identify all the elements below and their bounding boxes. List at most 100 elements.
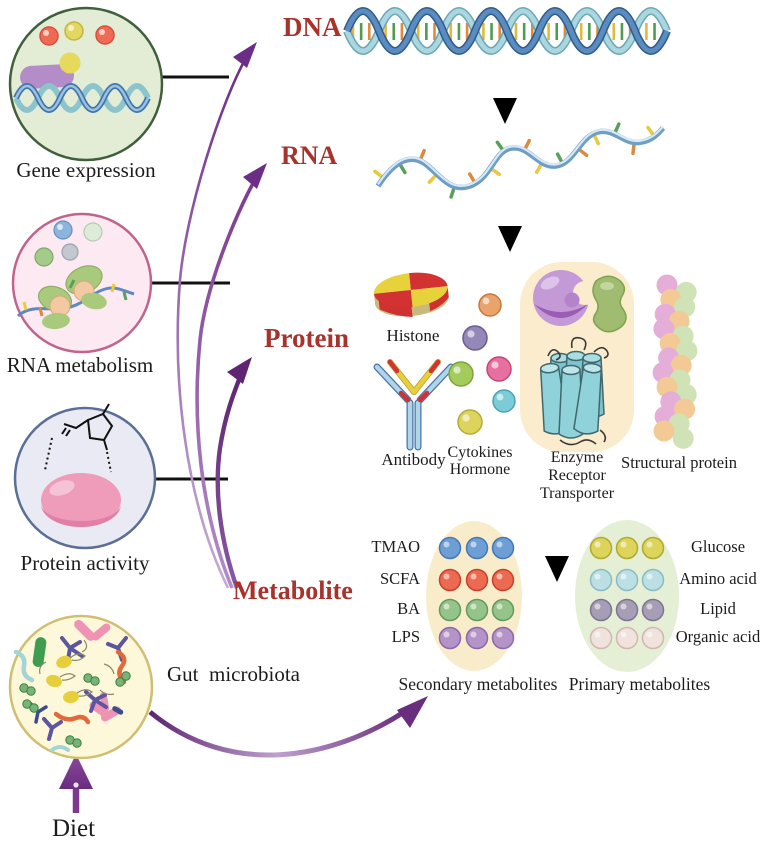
metabolite-dot bbox=[491, 568, 515, 592]
rna-metabolism-label: RNA metabolism bbox=[6, 353, 154, 377]
arrow-to-rna bbox=[195, 174, 260, 589]
metabolite-dot bbox=[438, 598, 462, 622]
metabolite-dot-highlight bbox=[443, 541, 450, 548]
metabolite-dot-highlight bbox=[620, 603, 627, 610]
metabolite-dot bbox=[641, 626, 665, 650]
metabolite-dot-highlight bbox=[620, 541, 627, 548]
metabolite-label: Metabolite bbox=[233, 576, 353, 605]
transporter-icon bbox=[539, 336, 609, 446]
metabolite-dot bbox=[615, 626, 639, 650]
metabolite-dot bbox=[615, 598, 639, 622]
structural-protein-bead bbox=[653, 420, 675, 442]
metabolite-dot bbox=[465, 626, 489, 650]
metabolite-row-label: BA bbox=[397, 599, 420, 618]
metabolite-row-label: Amino acid bbox=[679, 569, 757, 588]
metabolite-dot bbox=[465, 598, 489, 622]
protein-activity-label: Protein activity bbox=[20, 551, 150, 575]
protein-label: Protein bbox=[264, 323, 349, 353]
arrow-to-dna-head bbox=[233, 42, 257, 68]
metabolite-row-label: Organic acid bbox=[675, 627, 761, 646]
dna-helix-icon bbox=[343, 7, 671, 55]
gut-to-metabolites-arrow bbox=[148, 696, 428, 758]
metabolite-dot-highlight bbox=[594, 541, 601, 548]
metabolite-dot-highlight bbox=[620, 573, 627, 580]
metabolite-row-label: SCFA bbox=[379, 569, 420, 588]
metabolite-dot-highlight bbox=[594, 603, 601, 610]
structural-protein-icon bbox=[652, 274, 698, 449]
primary-metabolite-dots bbox=[589, 536, 665, 650]
metabolite-dot bbox=[615, 536, 639, 560]
hormone-label: Hormone bbox=[449, 461, 511, 478]
metabolite-dot bbox=[491, 536, 515, 560]
gut-microbiota-label: Gut microbiota bbox=[167, 662, 300, 686]
metabolite-dot-highlight bbox=[470, 631, 477, 638]
protein-activity-node bbox=[13, 403, 157, 550]
receptor-icon bbox=[592, 275, 627, 333]
metabolite-dot-highlight bbox=[470, 541, 477, 548]
metabolite-row-label: Glucose bbox=[690, 537, 746, 556]
metabolite-dot-highlight bbox=[594, 573, 601, 580]
arrow-to-rna-head bbox=[243, 163, 267, 189]
metabolite-row-label: LPS bbox=[391, 627, 420, 646]
metabolite-dot-highlight bbox=[496, 631, 503, 638]
metabolite-dot-highlight bbox=[496, 573, 503, 580]
metabolite-dot bbox=[589, 598, 613, 622]
metabolite-dot-highlight bbox=[594, 631, 601, 638]
secondary-metabolite-dots bbox=[438, 536, 515, 650]
metabolite-dot-highlight bbox=[646, 541, 653, 548]
transporter-label: Transporter bbox=[539, 485, 615, 502]
metabolite-row-label: Lipid bbox=[700, 599, 736, 618]
metabolite-dot-highlight bbox=[496, 541, 503, 548]
metabolite-dot bbox=[491, 598, 515, 622]
metabolite-dot bbox=[491, 626, 515, 650]
dna-label: DNA bbox=[283, 12, 342, 42]
metabolite-dot bbox=[641, 598, 665, 622]
metabolite-dot bbox=[438, 626, 462, 650]
enzyme-icon bbox=[533, 270, 597, 326]
structural-protein-bead bbox=[672, 427, 694, 449]
metabolite-dot bbox=[589, 626, 613, 650]
flow-down-arrows bbox=[493, 62, 569, 582]
metabolite-dot-highlight bbox=[496, 603, 503, 610]
cytokines-label: Cytokines bbox=[447, 444, 513, 461]
metabolite-dot-highlight bbox=[620, 631, 627, 638]
arrow-to-protein-head bbox=[227, 357, 252, 384]
metabolite-dot bbox=[465, 568, 489, 592]
gene-expression-node bbox=[8, 6, 164, 162]
metabolite-dot-highlight bbox=[646, 603, 653, 610]
receptor-label: Receptor bbox=[548, 467, 606, 484]
metabolite-dot bbox=[589, 568, 613, 592]
metabolite-dot bbox=[438, 568, 462, 592]
rna-metabolism-node bbox=[11, 212, 153, 354]
metabolite-dot-highlight bbox=[470, 573, 477, 580]
metabolite-dot-highlight bbox=[443, 631, 450, 638]
structural-protein-label: Structural protein bbox=[621, 453, 737, 472]
antibody-label: Antibody bbox=[381, 450, 446, 469]
metabolite-dot bbox=[589, 536, 613, 560]
metabolite-dot bbox=[465, 536, 489, 560]
arrow-to-protein bbox=[215, 371, 245, 589]
secondary-metabolite-row-labels: TMAO SCFA BA LPS bbox=[348, 0, 420, 680]
metabolite-dot-highlight bbox=[443, 573, 450, 580]
gene-expression-label: Gene expression bbox=[16, 158, 156, 182]
histone-icon bbox=[373, 272, 449, 317]
node-connector-lines bbox=[151, 75, 230, 481]
primary-metabolites-title: Primary metabolites bbox=[568, 674, 711, 694]
diet-arrow bbox=[59, 754, 93, 813]
metabolite-dot bbox=[438, 536, 462, 560]
metabolite-dot bbox=[615, 568, 639, 592]
metabolite-dot-highlight bbox=[470, 603, 477, 610]
antibody-icon bbox=[373, 359, 455, 451]
metabolite-row-label: TMAO bbox=[371, 537, 420, 556]
metabolite-to-omics-arrows bbox=[176, 42, 267, 589]
histone-label: Histone bbox=[386, 326, 440, 345]
gut-microbiota-node bbox=[8, 614, 154, 760]
enzyme-receptor-transporter-box bbox=[520, 262, 634, 452]
metabolite-dot bbox=[641, 536, 665, 560]
metabolite-dot-highlight bbox=[646, 631, 653, 638]
diet-label: Diet bbox=[52, 815, 96, 842]
enzyme-label: Enzyme bbox=[550, 449, 604, 466]
